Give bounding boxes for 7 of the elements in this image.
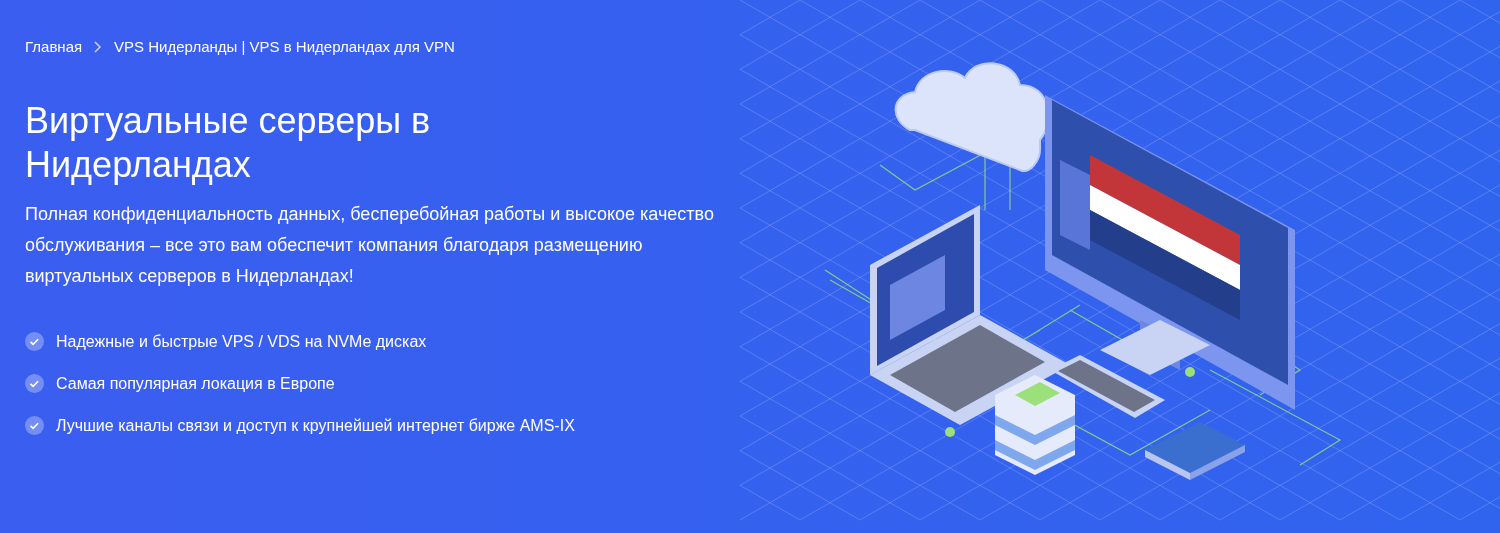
feature-text: Лучшие каналы связи и доступ к крупнейшей интернет бирже AMS-IX	[56, 415, 575, 436]
page-title: Виртуальные серверы в Нидерландах	[25, 98, 432, 187]
breadcrumb-link: Главная	[25, 37, 83, 57]
feature-text: Самая популярная локация в Европе	[56, 373, 335, 394]
breadcrumb-current: VPS Нидерланды | VPS в Нидерландах для VPN	[114, 37, 455, 57]
intro-paragraph: Полная конфиденциальность данных, бесперебойная работы и высокое качество обслуживания – все это вам обеспечит компания благодаря размещению виртуальных серверов в Нидерландах!	[25, 202, 715, 288]
feature-text: Надежные и быстрые VPS / VDS на NVMe дисках	[56, 331, 427, 352]
